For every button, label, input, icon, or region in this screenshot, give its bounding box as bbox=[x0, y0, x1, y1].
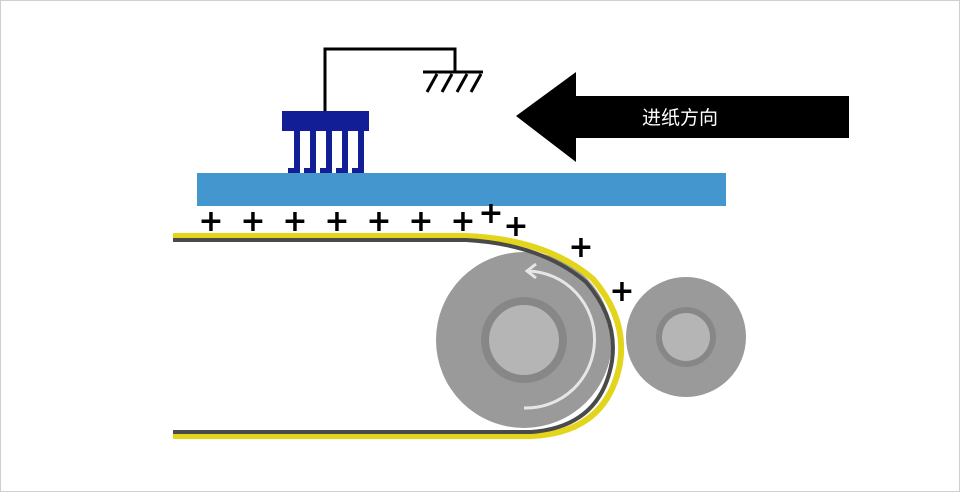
feed-direction-label: 进纸方向 bbox=[642, 107, 718, 129]
brush-bristle bbox=[288, 131, 300, 173]
brush-bristle bbox=[320, 131, 332, 173]
pinch-roller bbox=[626, 277, 746, 397]
plus-charge: + bbox=[568, 230, 593, 265]
ground-wire bbox=[323, 47, 457, 111]
rotation-arrow-icon bbox=[523, 262, 596, 410]
drive-roller bbox=[436, 252, 612, 428]
belt-inner bbox=[173, 238, 615, 434]
brush-bar bbox=[282, 111, 369, 131]
plus-charge: + bbox=[450, 204, 475, 239]
plus-charge: + bbox=[240, 204, 265, 239]
plus-charge: + bbox=[478, 196, 503, 231]
plus-charge: + bbox=[408, 204, 433, 239]
plus-charge: + bbox=[324, 204, 349, 239]
plus-charge: + bbox=[366, 204, 391, 239]
plus-charge: + bbox=[609, 274, 634, 309]
static-brush bbox=[282, 111, 369, 173]
plus-charge: + bbox=[282, 204, 307, 239]
feed-direction-arrow bbox=[516, 72, 849, 162]
belt-outer bbox=[173, 233, 625, 439]
brush-bristle bbox=[336, 131, 348, 173]
plus-charge: + bbox=[198, 204, 223, 239]
paper-sheet bbox=[197, 173, 726, 206]
positive-charges: +++++++++++ bbox=[198, 196, 634, 309]
brush-bristle bbox=[352, 131, 364, 173]
plus-charge: + bbox=[503, 209, 528, 244]
ground-icon bbox=[423, 70, 483, 93]
brush-bristle bbox=[304, 131, 316, 173]
